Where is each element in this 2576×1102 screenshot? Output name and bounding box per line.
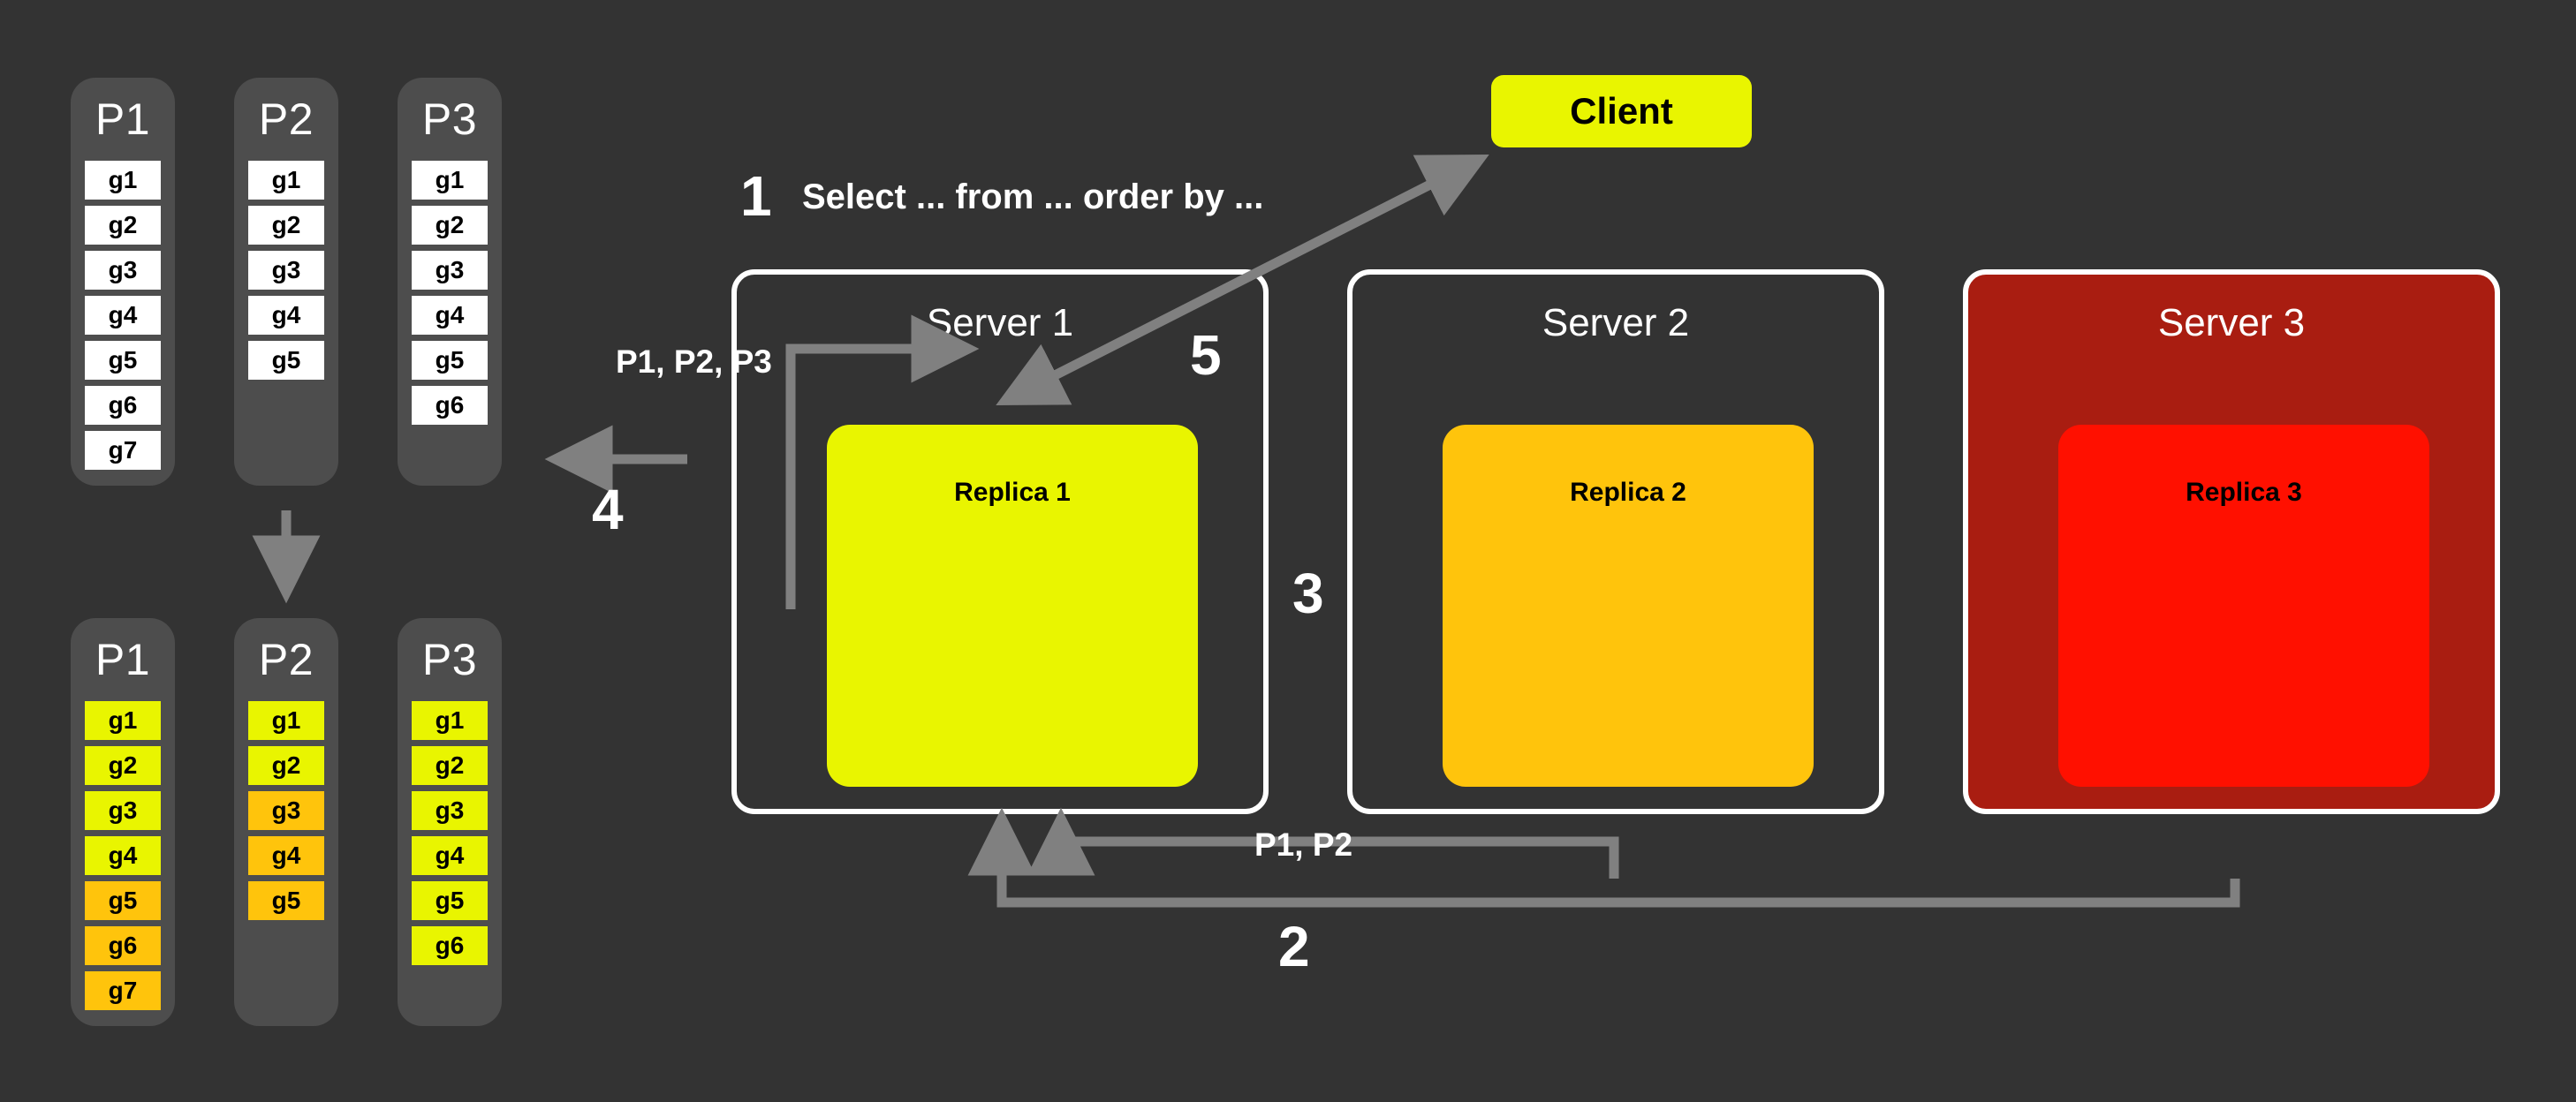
- replica-label: Replica 1: [954, 478, 1071, 507]
- partition-column-p3-after: P3 g1 g2 g3 g4 g5 g6: [398, 618, 502, 1026]
- group-cell: g1: [248, 701, 324, 740]
- group-list: g1 g2 g3 g4 g5 g6: [412, 701, 488, 971]
- replica-box-3[interactable]: Replica 3: [2058, 425, 2429, 787]
- group-cell: g1: [412, 701, 488, 740]
- group-cell: g1: [248, 161, 324, 200]
- group-cell: g3: [412, 791, 488, 830]
- arrow-step-2-outer: [967, 807, 2240, 908]
- group-cell: g4: [412, 836, 488, 875]
- group-list: g1 g2 g3 g4 g5 g6 g7: [85, 701, 161, 1016]
- group-cell: g5: [412, 341, 488, 380]
- group-cell: g3: [85, 791, 161, 830]
- label-partitions-p1p2: P1, P2: [1254, 826, 1353, 863]
- partition-title: P2: [258, 94, 314, 144]
- group-cell: g6: [85, 386, 161, 425]
- group-cell: g2: [85, 206, 161, 245]
- group-cell: g6: [85, 926, 161, 965]
- group-cell: g5: [85, 341, 161, 380]
- group-cell: g6: [412, 926, 488, 965]
- group-cell: g4: [248, 836, 324, 875]
- server-box-3[interactable]: Server 3 Replica 3: [1963, 269, 2500, 814]
- replica-box-2[interactable]: Replica 2: [1443, 425, 1814, 787]
- group-cell: g2: [248, 746, 324, 785]
- partition-column-p2-before: P2 g1 g2 g3 g4 g5: [234, 78, 338, 486]
- group-cell: g7: [85, 971, 161, 1010]
- group-cell: g4: [412, 296, 488, 335]
- partition-title: P2: [258, 635, 314, 684]
- step-number-5: 5: [1190, 323, 1222, 387]
- group-cell: g5: [85, 881, 161, 920]
- group-cell: g3: [85, 251, 161, 290]
- partition-title: P3: [421, 94, 478, 144]
- partition-title: P3: [421, 635, 478, 684]
- step-number-2: 2: [1278, 915, 1310, 978]
- server-title: Server 2: [1542, 301, 1690, 344]
- partition-title: P1: [95, 635, 151, 684]
- server-box-1[interactable]: Server 1 Replica 1: [731, 269, 1269, 814]
- client-box[interactable]: Client: [1491, 75, 1752, 147]
- group-cell: g6: [412, 386, 488, 425]
- group-list: g1 g2 g3 g4 g5: [248, 701, 324, 926]
- group-cell: g1: [85, 701, 161, 740]
- group-cell: g2: [412, 206, 488, 245]
- label-partitions-all: P1, P2, P3: [616, 343, 772, 380]
- step-number-3: 3: [1292, 562, 1324, 625]
- client-label: Client: [1570, 90, 1673, 132]
- group-cell: g2: [85, 746, 161, 785]
- server-title: Server 1: [926, 301, 1074, 344]
- group-cell: g5: [248, 341, 324, 380]
- server-title: Server 3: [2157, 301, 2306, 344]
- group-cell: g3: [248, 791, 324, 830]
- group-cell: g5: [248, 881, 324, 920]
- group-cell: g7: [85, 431, 161, 470]
- replica-label: Replica 3: [2186, 478, 2302, 507]
- partition-column-p3-before: P3 g1 g2 g3 g4 g5 g6: [398, 78, 502, 486]
- group-cell: g2: [412, 746, 488, 785]
- partition-column-p1-before: P1 g1 g2 g3 g4 g5 g6 g7: [71, 78, 175, 486]
- replica-box-1[interactable]: Replica 1: [827, 425, 1198, 787]
- partition-column-p2-after: P2 g1 g2 g3 g4 g5: [234, 618, 338, 1026]
- replica-label: Replica 2: [1570, 478, 1686, 507]
- group-cell: g4: [85, 836, 161, 875]
- group-cell: g1: [85, 161, 161, 200]
- query-text: Select ... from ... order by ...: [802, 177, 1264, 216]
- group-cell: g3: [248, 251, 324, 290]
- group-list: g1 g2 g3 g4 g5 g6 g7: [85, 161, 161, 476]
- partition-title: P1: [95, 94, 151, 144]
- group-cell: g4: [85, 296, 161, 335]
- group-cell: g5: [412, 881, 488, 920]
- group-cell: g2: [248, 206, 324, 245]
- step-number-4: 4: [592, 478, 624, 541]
- group-cell: g1: [412, 161, 488, 200]
- partition-column-p1-after: P1 g1 g2 g3 g4 g5 g6 g7: [71, 618, 175, 1026]
- step-number-1: 1: [740, 164, 772, 228]
- group-cell: g3: [412, 251, 488, 290]
- server-box-2[interactable]: Server 2 Replica 2: [1347, 269, 1884, 814]
- group-list: g1 g2 g3 g4 g5: [248, 161, 324, 386]
- group-list: g1 g2 g3 g4 g5 g6: [412, 161, 488, 431]
- group-cell: g4: [248, 296, 324, 335]
